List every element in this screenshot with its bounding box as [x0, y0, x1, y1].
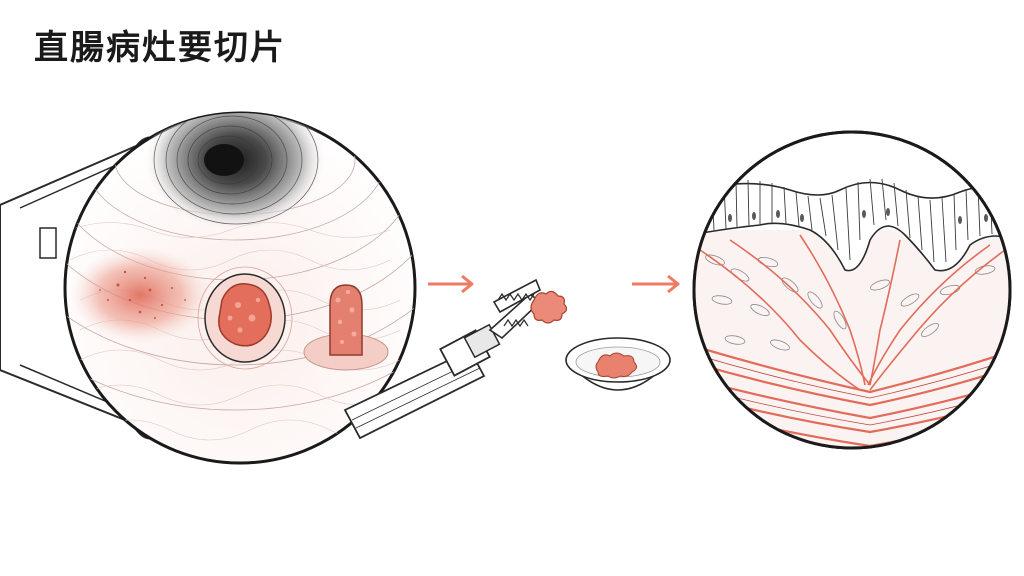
- biopsy-forceps-icon: [343, 278, 542, 440]
- flat-red-lesion: [70, 247, 210, 343]
- ulcerated-lesion: [197, 266, 293, 370]
- arrow-right-icon: [632, 274, 680, 294]
- specimen-dish-icon: [565, 337, 671, 391]
- polyp-lesion: [303, 284, 389, 371]
- histology-section: [692, 130, 1012, 450]
- arrow-right-icon: [428, 274, 474, 294]
- tissue-sample-icon: [530, 290, 568, 324]
- page-title: 直腸病灶要切片: [34, 28, 286, 68]
